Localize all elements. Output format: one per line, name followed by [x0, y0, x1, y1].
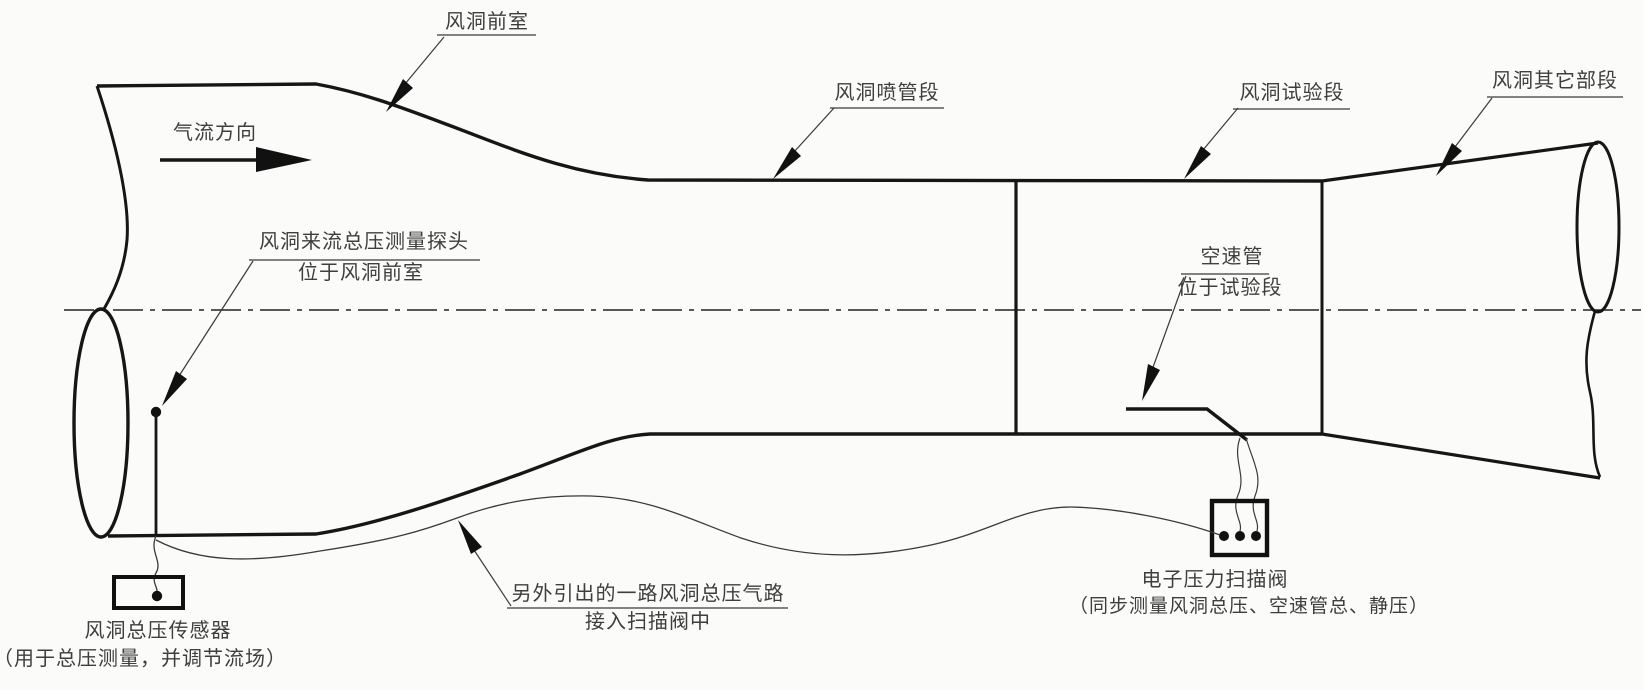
bottom-wall	[107, 432, 1322, 538]
leader-pitot	[1151, 275, 1187, 371]
label-sensor-line1: 风洞总压传感器	[84, 620, 232, 642]
leader-branch-tube	[473, 549, 512, 607]
label-probe-line1: 风洞来流总压测量探头	[259, 231, 469, 253]
leader-other-section	[1454, 97, 1493, 148]
inlet-opening-ellipse	[72, 307, 130, 539]
scanner-port-dot-2	[1235, 531, 1245, 541]
leader-arrowhead-branch-tube	[458, 520, 482, 554]
label-branch-line2: 接入扫描阀中	[585, 611, 711, 633]
leader-arrowhead-front-chamber	[386, 79, 413, 112]
leader-arrowhead-pitot	[1142, 364, 1160, 401]
scanner-box	[1209, 498, 1270, 558]
leader-front-chamber	[404, 36, 445, 85]
outlet-broken-edge	[1585, 310, 1602, 478]
leader-nozzle	[793, 107, 835, 153]
sensor-port-dot	[151, 590, 163, 602]
label-sensor-line2: （用于总压测量，并调节流场）	[0, 648, 287, 670]
leader-arrowhead-nozzle	[773, 147, 801, 179]
inlet-cut-edge	[95, 85, 129, 310]
probe-to-sensor-tube	[153, 535, 159, 593]
scanner-port-dot-1	[1219, 531, 1229, 541]
leader-probe	[178, 260, 254, 377]
outlet-opening-ellipse	[1575, 140, 1621, 314]
label-scanner-line2: （同步测量风洞总压、空速管总、静压）	[1068, 596, 1430, 617]
label-test-section: 风洞试验段	[1239, 82, 1345, 104]
leader-arrowhead-other-section	[1436, 143, 1462, 176]
scanner-port-dot-3	[1251, 531, 1261, 541]
label-pitot-line2: 位于试验段	[1177, 277, 1283, 299]
leader-arrowhead-test-section	[1184, 146, 1211, 179]
pitot-wire-1	[1235, 437, 1242, 532]
sensor-box	[112, 575, 185, 610]
branch-tube-to-scanner	[155, 495, 1221, 560]
label-probe-line2: 位于风洞前室	[298, 262, 424, 284]
flow-arrow-head	[256, 147, 312, 172]
pitot-tube	[1126, 407, 1249, 442]
label-branch-line1: 另外引出的一路风洞总压气路	[511, 583, 785, 605]
pitot-wire-2	[1245, 437, 1259, 532]
label-front-chamber: 风洞前室	[445, 11, 529, 33]
leader-test-section	[1202, 107, 1239, 151]
label-pitot-line1: 空速管	[1200, 246, 1264, 268]
diffuser-top-wall	[1321, 141, 1599, 183]
top-wall	[96, 82, 1323, 183]
probe-dot	[150, 406, 162, 418]
label-nozzle-section: 风洞喷管段	[834, 82, 940, 104]
label-scanner-line1: 电子压力扫描阀	[1141, 569, 1289, 591]
label-other-section: 风洞其它部段	[1492, 70, 1618, 92]
leader-arrowhead-probe	[162, 371, 187, 406]
diffuser-bottom-wall	[1321, 432, 1601, 480]
label-flow-direction: 气流方向	[173, 122, 257, 144]
